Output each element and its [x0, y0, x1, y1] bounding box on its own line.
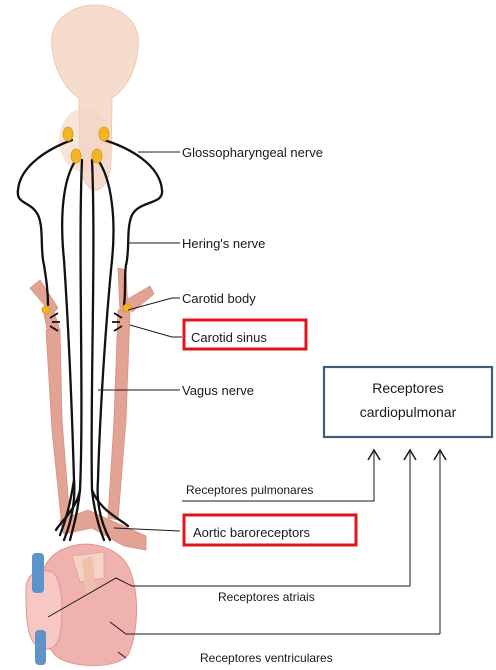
label-aortic: Aortic baroreceptors	[193, 525, 311, 540]
label-carotid-sinus: Carotid sinus	[191, 330, 267, 345]
label-hering: Hering's nerve	[182, 236, 265, 251]
label-vagus: Vagus nerve	[182, 383, 254, 398]
box-line-1: Receptores	[372, 380, 444, 396]
nerve-endings	[50, 313, 122, 331]
nerves	[18, 140, 162, 540]
label-pulmonares: Receptores pulmonares	[186, 483, 313, 497]
label-ventriculares: Receptores ventriculares	[200, 651, 333, 665]
box-line-2: cardiopulmonar	[360, 404, 457, 420]
arrow-heads	[368, 450, 446, 460]
label-atriais: Receptores atriais	[218, 590, 315, 604]
label-glossopharyngeal: Glossopharyngeal nerve	[182, 145, 323, 160]
label-carotid-body: Carotid body	[182, 291, 256, 306]
receptores-cardiopulmonar-box: Receptores cardiopulmonar	[324, 367, 492, 437]
